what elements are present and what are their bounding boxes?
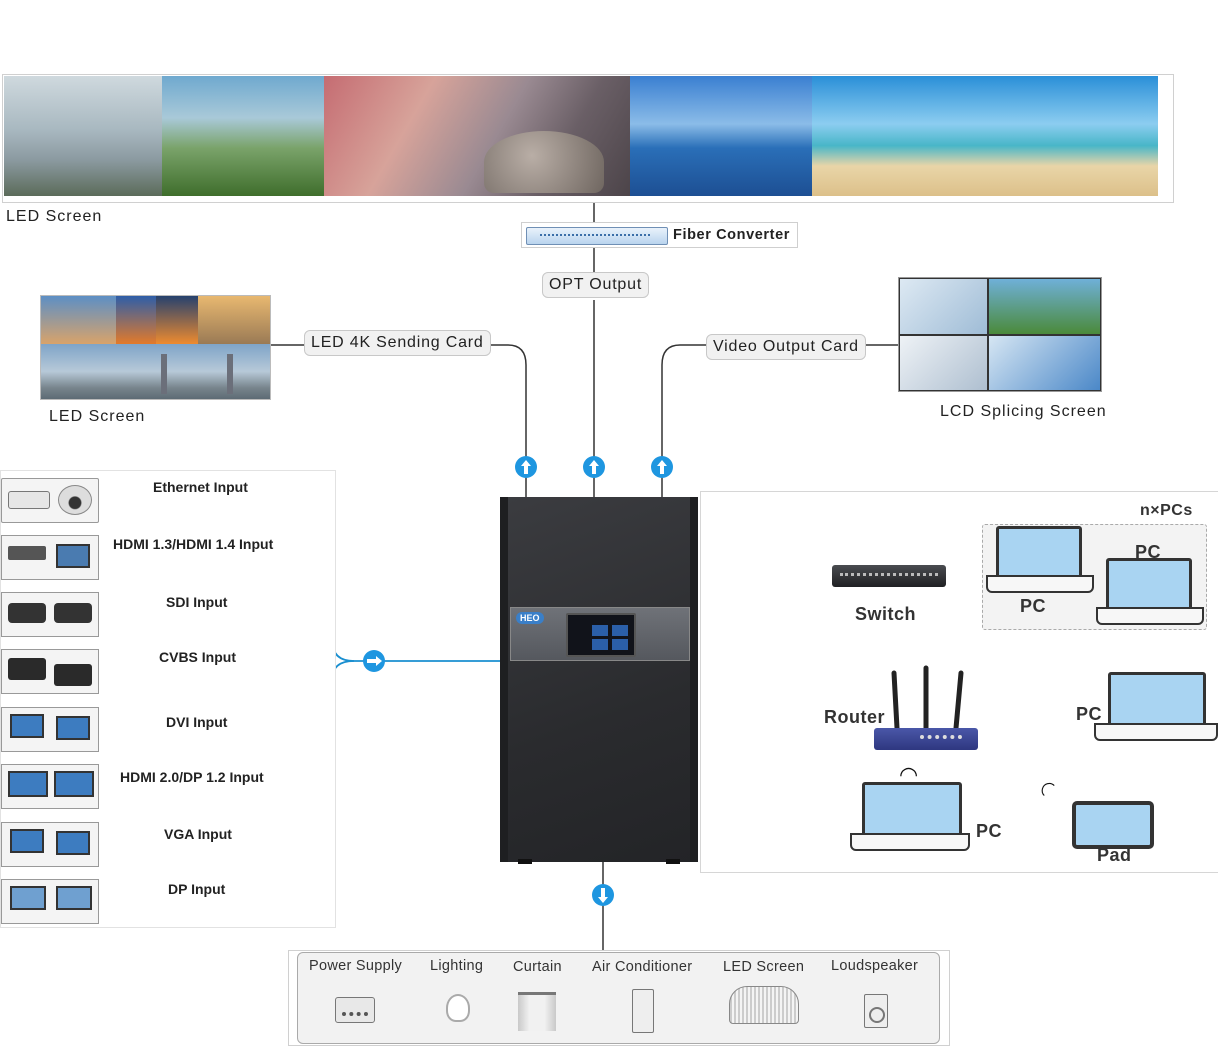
pc4-label: PC [976,821,1003,841]
monitor-icon [10,829,44,853]
image-tropical-beach [812,76,1158,196]
monitor-icon [10,886,46,910]
wifi-icon: ◠ [899,762,919,787]
image-lake-boat [4,76,162,196]
router-icon [874,728,978,750]
input-device-sdi [1,592,99,637]
image-sea-island [630,76,812,196]
top-led-screen-label: LED Screen [6,208,103,225]
device-label-curtain: Curtain [513,959,562,975]
fiber-converter-label: Fiber Converter [673,227,790,243]
input-label-vga: VGA Input [164,826,232,842]
device-label-led-screen: LED Screen [723,959,805,975]
lcd-splicing-screen-label: LCD Splicing Screen [940,403,1107,420]
input-device-cvbs [1,649,99,694]
device-label-power-supply: Power Supply [309,958,403,974]
tablet-icon [1072,801,1154,849]
lightbulb-icon [446,994,470,1022]
device-label-air-conditioner: Air Conditioner [592,959,693,975]
image-rocks-pile [484,131,604,193]
video-camera-icon [8,603,46,623]
left-led-screen-label: LED Screen [49,408,146,425]
up-arrow-icon [583,456,605,478]
right-arrow-icon [363,650,385,672]
laptop-icon [862,782,962,836]
input-label-dp: DP Input [168,881,226,897]
cabinet-brand: HEO [516,612,544,624]
laptop-base [986,575,1094,593]
laptop-base [1096,607,1204,625]
video-output-card-label: Video Output Card [706,334,866,360]
laptop-base [850,833,970,851]
down-arrow-icon [592,884,614,906]
video-camera-icon [54,603,92,623]
led-screen-icon [729,986,799,1024]
pc-group-label: n×PCs [1140,502,1193,519]
input-label-dvi: DVI Input [166,714,228,730]
image-castle-valley [162,76,324,196]
left-led-screen [40,295,271,400]
device-label-loudspeaker: Loudspeaker [831,958,919,974]
router-label: Router [824,707,885,727]
power-socket-icon [335,997,375,1023]
cabinet-foot [518,859,532,864]
opt-output-label: OPT Output [542,272,650,298]
input-device-hdmi14 [1,535,99,580]
camera-icon [8,491,50,509]
monitor-icon [56,716,90,740]
input-label-cvbs: CVBS Input [159,649,236,665]
lcd-splicing-screen [898,277,1102,392]
pad-label: Pad [1097,845,1132,865]
cabinet-rail-left [500,497,508,862]
switch-label: Switch [855,604,917,624]
dome-camera-icon [58,485,92,515]
laptop-icon [8,771,48,797]
laptop-icon [54,771,94,797]
up-arrow-icon [515,456,537,478]
input-label-hdmi20: HDMI 2.0/DP 1.2 Input [120,769,264,785]
laptop-base [1094,723,1218,741]
switch-icon [832,565,946,587]
input-device-hdmi20 [1,764,99,809]
fiber-converter-device [526,227,668,245]
control-devices-panel [297,952,940,1044]
input-device-dp [1,879,99,924]
cabinet-foot [666,859,680,864]
air-conditioner-icon [632,989,654,1033]
sending-card-label: LED 4K Sending Card [304,330,491,356]
loudspeaker-icon [864,994,888,1028]
input-device-vga [1,822,99,867]
input-label-sdi: SDI Input [166,594,228,610]
fiber-converter-leds [540,234,650,238]
top-led-screen [4,76,1158,196]
input-label-ethernet: Ethernet Input [153,479,248,495]
device-label-lighting: Lighting [430,958,484,974]
up-arrow-icon [651,456,673,478]
laptop-icon [996,526,1082,578]
curtain-icon [518,992,556,1031]
monitor-icon [10,714,44,738]
controller-cabinet: HEO [500,497,698,864]
monitor-icon [56,886,92,910]
laptop-icon [1108,672,1206,726]
monitor-icon [56,831,90,855]
input-device-dvi [1,707,99,752]
cabinet-rail-right [690,497,698,862]
pc1-label: PC [1020,596,1047,616]
pc2-label: PC [1135,542,1162,562]
cabinet-touchscreen [566,613,636,657]
pc3-label: PC [1076,704,1103,724]
input-device-ethernet [1,478,99,523]
input-label-hdmi14: HDMI 1.3/HDMI 1.4 Input [113,536,274,552]
